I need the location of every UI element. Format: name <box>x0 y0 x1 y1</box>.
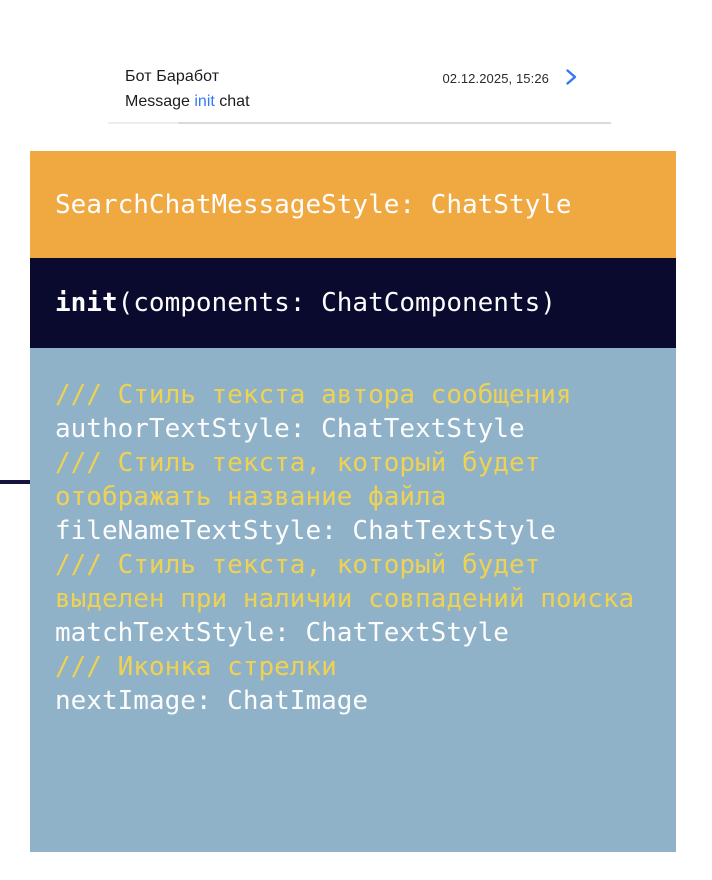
accent-line <box>0 480 31 484</box>
property-line: authorTextStyle: ChatTextStyle <box>55 414 525 444</box>
doc-comment-line: /// Иконка стрелки <box>55 652 337 682</box>
doc-comment-line: /// Стиль текста автора сообщения <box>55 380 572 410</box>
message-highlight: init <box>194 93 215 110</box>
init-keyword: init <box>55 288 118 318</box>
spec-init-signature: init(components: ChatComponents) <box>30 258 676 348</box>
spec-header: SearchChatMessageStyle: ChatStyle <box>30 151 676 258</box>
property-line: nextImage: ChatImage <box>55 686 369 716</box>
doc-comment-line: выделен при наличии совпадений поиска <box>55 584 635 614</box>
chat-message: Message init chat <box>125 93 250 111</box>
doc-comment-line: /// Стиль текста, который будет <box>55 448 541 478</box>
message-suffix: chat <box>214 93 250 110</box>
message-prefix: Message <box>125 93 195 110</box>
doc-comment-line: отображать название файла <box>55 482 447 512</box>
chevron-right-icon[interactable] <box>561 67 581 87</box>
style-spec-panel: SearchChatMessageStyle: ChatStyle init(c… <box>30 151 676 852</box>
chat-timestamp: 02.12.2025, 15:26 <box>442 71 549 86</box>
row-separator <box>108 122 611 124</box>
init-params: (components: ChatComponents) <box>117 288 556 318</box>
property-line: fileNameTextStyle: ChatTextStyle <box>55 516 556 546</box>
chat-title: Бот Баработ <box>125 68 220 85</box>
property-line: matchTextStyle: ChatTextStyle <box>55 618 509 648</box>
chat-search-result-row[interactable]: Бот Баработ Message init chat 02.12.2025… <box>108 60 611 124</box>
spec-body: /// Стиль текста автора сообщения author… <box>30 348 676 852</box>
doc-comment-line: /// Стиль текста, который будет <box>55 550 541 580</box>
